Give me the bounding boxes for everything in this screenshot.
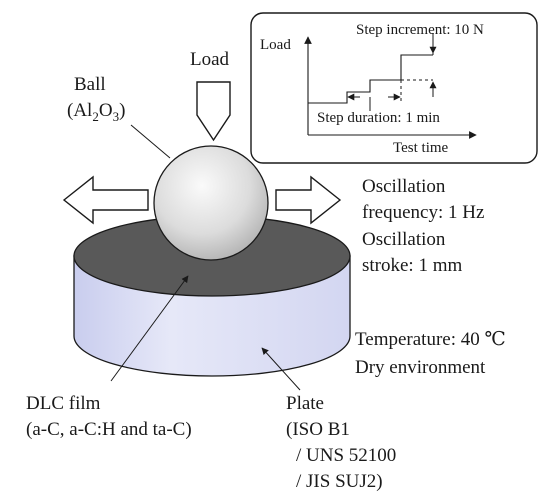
load-arrow xyxy=(196,81,231,142)
oscillation-frequency-label-2: frequency: 1 Hz xyxy=(362,202,485,223)
oscillation-arrow-left xyxy=(62,175,149,225)
ball-label: Ball xyxy=(74,74,106,95)
dlc-film-types-label: (a-C, a-C:H and ta-C) xyxy=(26,419,192,440)
environment-label: Dry environment xyxy=(355,357,486,378)
temperature-label: Temperature: 40 ℃ xyxy=(355,329,506,350)
dlc-leader-line xyxy=(110,275,189,382)
inset-frame xyxy=(250,12,538,164)
inset-step-duration-label: Step duration: 1 min xyxy=(317,110,440,126)
plate-standard-iso: (ISO B1 xyxy=(286,419,350,440)
inset-step-increment-label: Step increment: 10 N xyxy=(356,22,484,38)
oscillation-arrow-right xyxy=(275,175,342,225)
plate-standard-uns: / UNS 52100 xyxy=(296,445,397,466)
inset-step-curve xyxy=(308,54,433,104)
plate-standard-jis: / JIS SUJ2) xyxy=(296,471,383,492)
inset-y-axis-label: Load xyxy=(260,37,291,53)
ball-leader-line xyxy=(130,124,171,159)
oscillation-frequency-label-1: Oscillation xyxy=(362,176,446,197)
ball-material-label: (Al2O3) xyxy=(67,100,126,124)
oscillation-stroke-label-1: Oscillation xyxy=(362,229,446,250)
inset-x-axis-label: Test time xyxy=(393,140,449,156)
inset-load-profile xyxy=(250,12,538,164)
plate-label: Plate xyxy=(286,393,324,414)
oscillation-stroke-label-2: stroke: 1 mm xyxy=(362,255,463,276)
load-label: Load xyxy=(190,49,230,70)
ball-sphere xyxy=(153,145,269,261)
dlc-film-label: DLC film xyxy=(26,393,101,414)
plate-leader-line xyxy=(261,347,301,391)
